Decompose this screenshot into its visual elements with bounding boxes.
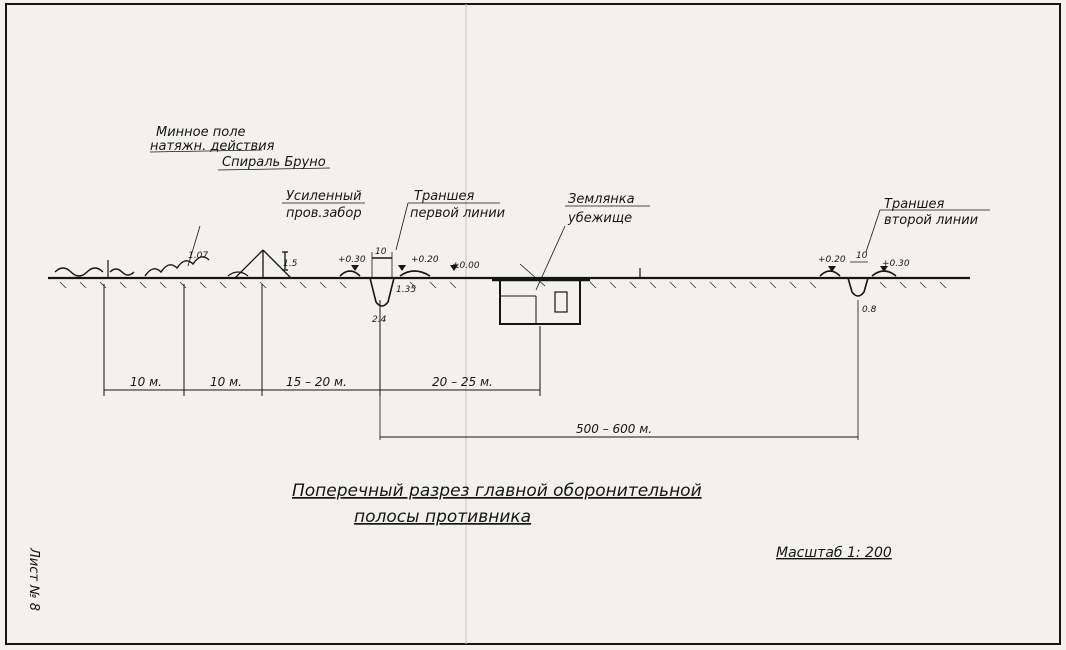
sheet-border <box>5 3 1061 645</box>
elevation-plus030-b: +0.30 <box>882 259 910 269</box>
dimension-500-600m: 500 – 600 м. <box>576 422 652 436</box>
wire-fence <box>227 249 292 279</box>
trench2-width: 10 <box>856 251 868 261</box>
trench2-depth: 0.8 <box>862 305 877 315</box>
elevation-plus020-b: +0.20 <box>818 255 846 265</box>
elevation-1-07: 1.07 <box>188 251 208 261</box>
first-line-trench <box>339 252 431 440</box>
dimension-10m-a: 10 м. <box>130 375 162 389</box>
minefield-wire <box>54 267 104 277</box>
sheet-number: Лист № 8 <box>26 547 41 611</box>
minefield-label-line1: Минное поле <box>156 125 246 140</box>
dugout-label-line1: Землянка <box>568 192 635 207</box>
elevation-marker <box>450 265 458 271</box>
minefield-label-line2: натяжн. действия <box>150 139 275 154</box>
trench2-label-line1: Траншея <box>884 197 945 212</box>
elevation-1-5: 1.5 <box>283 259 298 269</box>
trench1-depth: 2.4 <box>372 315 387 325</box>
second-line-trench <box>819 261 897 440</box>
trench1-label-line1: Траншея <box>414 189 475 204</box>
bruno-spiral <box>144 256 210 277</box>
dugout-label-line2: убежище <box>567 211 632 226</box>
elevation-marker <box>351 265 359 271</box>
elevation-plus020-a: +0.20 <box>411 255 439 265</box>
scale-label: Масштаб 1: 200 <box>776 545 892 561</box>
elevation-marker <box>828 266 836 272</box>
fence-label-line1: Усиленный <box>286 189 362 204</box>
elevation-zero: ±0.00 <box>452 261 480 271</box>
dugout-shelter <box>492 263 590 325</box>
soil-hatching <box>59 281 947 289</box>
trench1-width: 10 <box>375 247 387 257</box>
label-leaders <box>149 149 990 291</box>
drawing-title-line1: Поперечный разрез главной оборонительной <box>292 481 702 501</box>
elevation-marker <box>880 266 888 272</box>
dimension-20-25m: 20 – 25 м. <box>432 375 493 389</box>
trench1-depth-label: 1.35 <box>396 285 416 295</box>
dimension-lines <box>103 284 858 438</box>
fence-label-line2: пров.забор <box>286 206 362 221</box>
spiral-label: Спираль Бруно <box>222 155 326 170</box>
dimension-15-20m: 15 – 20 м. <box>286 375 347 389</box>
trench1-label-line2: первой линии <box>410 206 505 221</box>
dimension-10m-b: 10 м. <box>210 375 242 389</box>
trench2-label-line2: второй линии <box>884 213 978 228</box>
drawing-title-line2: полосы противника <box>354 507 531 527</box>
elevation-plus030-a: +0.30 <box>338 255 366 265</box>
minefield-wire-2 <box>109 268 135 276</box>
elevation-marker <box>398 265 406 271</box>
